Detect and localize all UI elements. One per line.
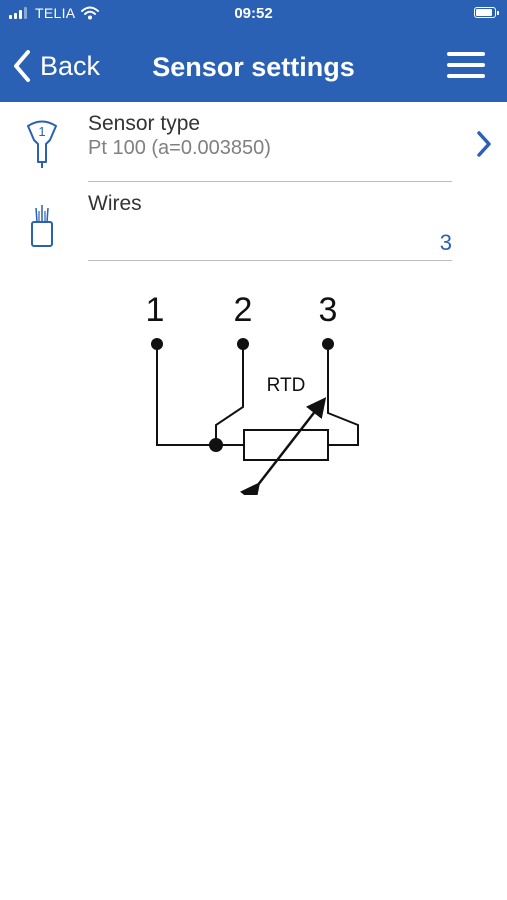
variable-arrow xyxy=(239,397,327,495)
hamburger-menu-icon-line xyxy=(447,63,485,67)
hamburger-menu-icon-line xyxy=(447,74,485,78)
page-title: Sensor settings xyxy=(152,52,355,82)
hamburger-menu-icon-line xyxy=(447,52,485,56)
wire-3 xyxy=(327,344,359,446)
wires-value: 3 xyxy=(439,230,452,255)
rtd-resistor xyxy=(243,429,329,461)
wires-content: Wires 3 xyxy=(88,192,452,261)
sensor-probe-badge: 1 xyxy=(38,124,45,139)
junction-dot xyxy=(209,438,223,452)
carrier-name: TELIA xyxy=(35,5,76,21)
rtd-wiring-diagram: 1 2 3 RTD xyxy=(146,291,359,495)
wires-row[interactable]: Wires 3 xyxy=(0,182,507,262)
battery-icon xyxy=(474,7,499,18)
terminal-label-1: 1 xyxy=(146,291,165,329)
sensor-type-value: Pt 100 (a=0.003850) xyxy=(88,137,271,159)
terminal-label-2: 2 xyxy=(234,291,253,329)
wire-2 xyxy=(215,344,244,445)
wifi-icon xyxy=(81,6,100,20)
navigation-bar: Back Sensor settings xyxy=(0,28,507,102)
sensor-type-label: Sensor type xyxy=(88,112,201,135)
status-left: TELIA xyxy=(9,5,100,21)
sensor-type-content: Sensor type Pt 100 (a=0.003850) xyxy=(88,112,452,182)
back-button[interactable]: Back xyxy=(12,48,100,84)
sensor-type-row[interactable]: 1 Sensor type Pt 100 (a=0.003850) xyxy=(0,102,507,182)
chevron-left-icon xyxy=(14,50,30,82)
battery-level xyxy=(476,9,492,16)
sensor-probe-icon: 1 xyxy=(27,120,57,168)
signal-strength-icon xyxy=(9,7,29,19)
wires-label: Wires xyxy=(88,192,142,215)
wire-bundle-icon xyxy=(31,205,53,247)
back-label: Back xyxy=(40,50,101,81)
rtd-label: RTD xyxy=(267,375,306,396)
hamburger-menu-button[interactable] xyxy=(447,52,485,82)
terminal-label-3: 3 xyxy=(319,291,338,329)
status-bar: TELIA 09:52 xyxy=(0,0,507,28)
status-time: 09:52 xyxy=(234,5,273,22)
wire-1 xyxy=(156,344,216,446)
chevron-right-icon xyxy=(477,131,491,157)
